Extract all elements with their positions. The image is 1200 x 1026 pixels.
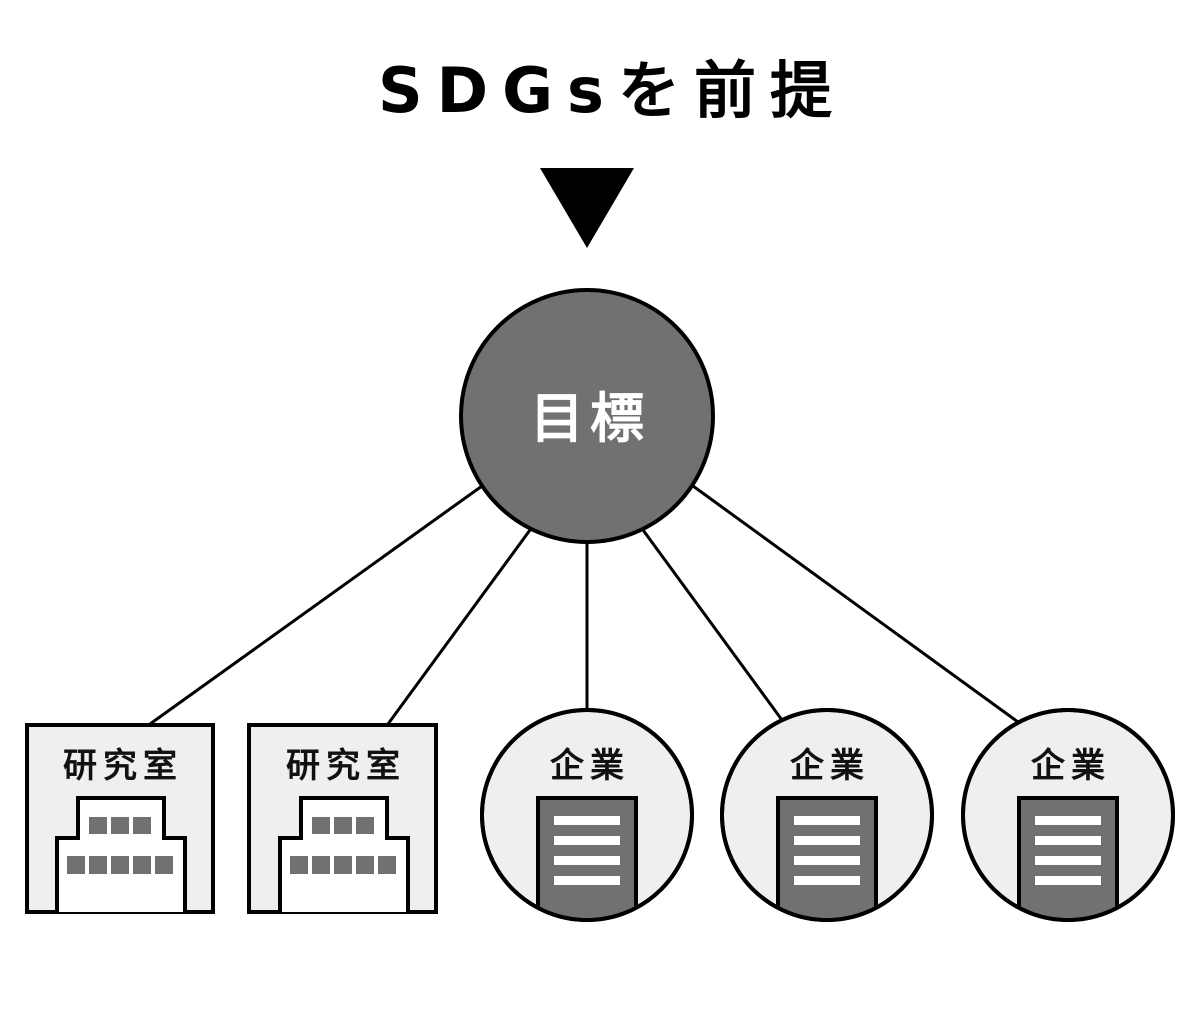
lab-node: 研究室 xyxy=(25,723,215,914)
connector-line xyxy=(149,484,483,726)
office-building-icon xyxy=(776,796,878,918)
diagram-title: SDGsを前提 xyxy=(378,54,846,127)
company-node: 企業 xyxy=(961,708,1175,922)
company-label: 企業 xyxy=(1031,746,1111,786)
lab-label: 研究室 xyxy=(286,746,406,786)
lab-building-icon xyxy=(278,796,410,912)
connector-line xyxy=(692,484,1019,724)
company-node: 企業 xyxy=(720,708,934,922)
company-label: 企業 xyxy=(790,746,870,786)
lab-label: 研究室 xyxy=(63,746,183,786)
company-node: 企業 xyxy=(480,708,694,922)
company-label: 企業 xyxy=(550,746,630,786)
connector-line xyxy=(641,529,784,721)
goal-label: 目標 xyxy=(530,387,650,450)
lab-building-icon xyxy=(55,796,187,912)
connector-line xyxy=(386,529,532,725)
connector-lines xyxy=(149,484,1019,726)
lab-node: 研究室 xyxy=(247,723,438,914)
goal-node xyxy=(459,288,715,544)
office-building-icon xyxy=(536,796,638,918)
down-arrow-icon xyxy=(540,168,634,248)
office-building-icon xyxy=(1017,796,1119,918)
